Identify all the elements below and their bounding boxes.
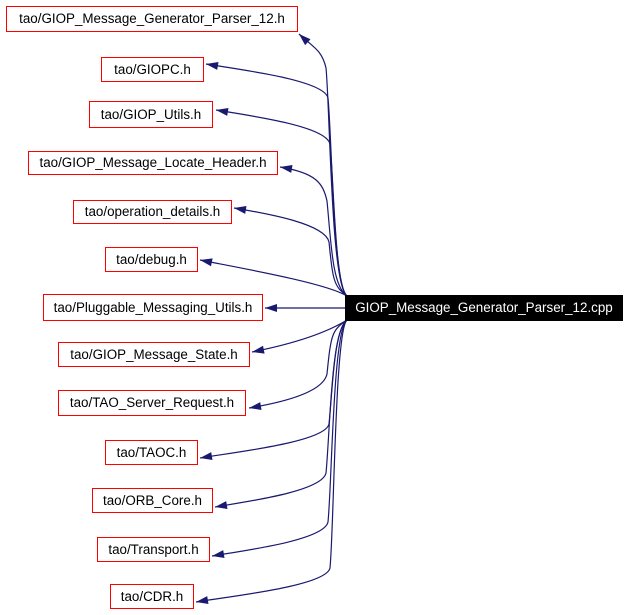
header-node[interactable]: tao/GIOPC.h	[101, 57, 204, 82]
arrowhead	[216, 108, 229, 116]
header-node[interactable]: tao/debug.h	[105, 247, 198, 272]
include-edge	[211, 319, 348, 557]
include-edge	[251, 319, 348, 353]
header-node[interactable]: tao/TAO_Server_Request.h	[58, 390, 246, 416]
include-edge	[199, 319, 348, 459]
arrowhead	[206, 62, 219, 70]
include-edge	[214, 319, 348, 508]
include-edge	[215, 109, 348, 297]
arrowhead	[280, 165, 293, 173]
include-edge	[199, 259, 348, 297]
header-node[interactable]: tao/operation_details.h	[73, 200, 232, 224]
header-node[interactable]: tao/GIOP_Utils.h	[89, 101, 213, 128]
arrowhead	[234, 206, 247, 214]
arrowhead	[249, 402, 262, 410]
include-edge	[195, 319, 348, 603]
include-edge	[233, 207, 348, 297]
include-edge	[279, 166, 348, 297]
header-node[interactable]: tao/GIOP_Message_Generator_Parser_12.h	[6, 6, 298, 32]
arrowhead	[200, 452, 213, 460]
include-edge	[298, 33, 348, 297]
header-node[interactable]: tao/GIOP_Message_Locate_Header.h	[28, 151, 278, 175]
arrowhead	[212, 550, 225, 558]
header-node[interactable]: tao/GIOP_Message_State.h	[58, 342, 250, 367]
header-node[interactable]: tao/Pluggable_Messaging_Utils.h	[43, 294, 263, 321]
arrowhead	[196, 596, 209, 604]
header-node[interactable]: tao/ORB_Core.h	[92, 488, 213, 513]
center-node-cpp: GIOP_Message_Generator_Parser_12.cpp	[345, 295, 623, 321]
header-node[interactable]: tao/TAOC.h	[105, 440, 198, 465]
arrowhead	[200, 258, 213, 267]
arrowhead	[215, 501, 228, 509]
include-edge	[248, 319, 348, 409]
include-edge	[205, 63, 348, 297]
arrowhead	[265, 304, 277, 312]
arrowhead	[299, 34, 311, 46]
header-node[interactable]: tao/CDR.h	[110, 584, 194, 609]
header-node[interactable]: tao/Transport.h	[97, 537, 210, 562]
arrowhead	[252, 345, 265, 354]
